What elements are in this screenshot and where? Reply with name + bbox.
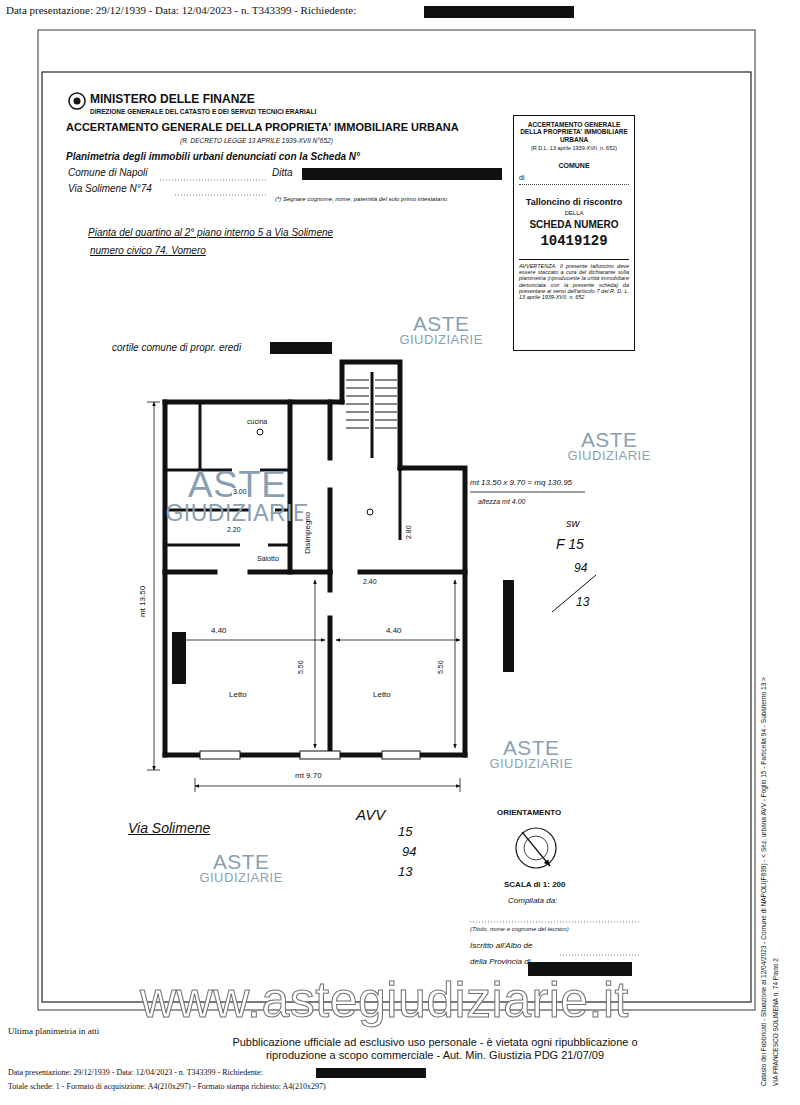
room-dimension: 4.40	[210, 626, 228, 635]
wall	[165, 362, 465, 755]
footer-line: Data presentazione: 29/12/1939 - Data: 1…	[8, 1068, 263, 1077]
stub-text: ACCERTAMENTO GENERALE DELLA PROPRIETA' I…	[519, 121, 629, 143]
department-name: DIREZIONE GENERALE DEL CATASTO E DEI SER…	[90, 108, 316, 115]
area-note: mt 13.50 x 9.70 = mq 130.95	[470, 478, 572, 487]
cadastral-ref: 15	[398, 825, 412, 840]
stub-text: DELLA	[519, 210, 629, 217]
stub-text: COMUNE	[519, 162, 629, 170]
page-frame	[38, 30, 755, 1010]
watermark: ASTE GIUDIZIARIE	[466, 738, 596, 770]
header-line: Data presentazione: 29/12/1939 - Data: 1…	[6, 4, 356, 17]
watermark-url: www.astegiudiziarie.it	[140, 972, 629, 1030]
plan-mark	[367, 509, 373, 515]
redaction	[172, 6, 632, 1078]
form-note: (Titolo, nome e cognome del tecnico)	[470, 926, 569, 933]
form-field: Iscritto all'Albo de	[470, 941, 532, 950]
form-field: Ditta	[272, 167, 293, 179]
cadastral-footer: VIA FRANCESCO SOLIMENA n. 74 Piano 2	[772, 958, 779, 1086]
watermark: ASTE GIUDIZIARIE	[376, 314, 506, 346]
stub-text: Talloncino di riscontro	[519, 197, 629, 207]
watermark: ASTE GIUDIZIARIE	[124, 468, 350, 525]
form-field: della Provincia di	[470, 957, 530, 966]
footer-line: Totale schede: 1 - Formato di acquisizio…	[8, 1082, 326, 1091]
emblem	[69, 93, 85, 109]
cadastral-ref: 94	[574, 562, 587, 576]
stub-text: di	[519, 174, 629, 185]
cadastral-ref: 13	[398, 865, 412, 880]
form-title: ACCERTAMENTO GENERALE DELLA PROPRIETA' I…	[66, 121, 459, 134]
ministry-name: MINISTERO DELLE FINANZE	[90, 93, 255, 107]
plan-title: Pianta del quartino al 2° piano interno …	[88, 227, 333, 239]
room-dimension: 3.00	[232, 488, 248, 496]
orientation-title: ORIENTAMENTO	[497, 808, 561, 817]
fill-line	[160, 180, 268, 195]
height-note: altezza mt 4.00	[478, 498, 525, 506]
publication-notice: Pubblicazione ufficiale ad esclusivo uso…	[225, 1036, 645, 1061]
scale-label: SCALA di 1: 200	[504, 880, 566, 889]
dimension-line	[147, 402, 585, 792]
receipt-stub: ACCERTAMENTO GENERALE DELLA PROPRIETA' I…	[513, 115, 635, 351]
form-field: Via Solimene N°74	[68, 183, 152, 195]
room-dimension: 2.40	[362, 578, 378, 586]
form-decree: (R. DECRETO LEGGE 13 APRILE 1939-XVII N°…	[180, 137, 333, 144]
stub-text: SCHEDA NUMERO	[519, 219, 629, 231]
room-name: Disimpegno	[303, 511, 312, 555]
fraction-line	[552, 575, 596, 612]
cadastral-ref: sw	[566, 517, 579, 530]
emblem	[74, 98, 81, 105]
form-field: Comune di Napoli	[68, 167, 148, 179]
stub-text: AVVERTENZA: Il presente talloncino deve …	[519, 259, 629, 301]
street-label: Via Solimene	[128, 820, 210, 836]
room-name: Letto	[372, 690, 392, 699]
room-dimension: 2.80	[405, 524, 413, 540]
room-name: cucina	[246, 418, 268, 426]
form-note: (*) Segnare cognome, nome, paternità del…	[275, 196, 447, 203]
stair-step	[346, 380, 397, 428]
room-name: Salotto	[256, 555, 280, 563]
stub-text: (R.D.L. 13 aprile 1939-XVII, n. 652)	[519, 145, 629, 151]
cadastral-ref: AVV	[356, 806, 385, 823]
cadastral-ref: 13	[576, 596, 589, 610]
watermark: ASTE GIUDIZIARIE	[544, 430, 674, 462]
overall-dimension: mt 13.50	[138, 585, 147, 618]
sheet-frame	[42, 72, 751, 1002]
fill-line	[470, 922, 640, 955]
footer-note: Ultima planimetria in atti	[8, 1026, 99, 1036]
courtyard-label: cortile comune di propr. eredi	[112, 342, 241, 354]
form-field: Compilata da:	[508, 896, 557, 905]
room-dimension: 5.50	[297, 659, 305, 675]
cadastral-ref: 94	[402, 845, 416, 860]
room-dimension: 2.20	[226, 526, 242, 534]
plan-mark	[257, 429, 263, 435]
watermark: ASTE GIUDIZIARIE	[176, 852, 306, 884]
north-arrow	[516, 828, 556, 868]
cadastral-footer: Catasto dei Fabbricati - Situazione al 1…	[760, 677, 767, 1086]
cadastral-ref: F 15	[556, 536, 584, 552]
overall-dimension: mt 9.70	[294, 771, 323, 780]
plan-title: numero civico 74. Vomero	[90, 245, 206, 257]
stub-text: 10419129	[519, 233, 629, 249]
form-field: Planimetria degli immobili urbani denunc…	[66, 151, 360, 163]
window	[200, 751, 420, 759]
room-dimension: 4.40	[385, 626, 403, 635]
room-dimension: 5.50	[437, 659, 445, 675]
room-name: Letto	[228, 690, 248, 699]
